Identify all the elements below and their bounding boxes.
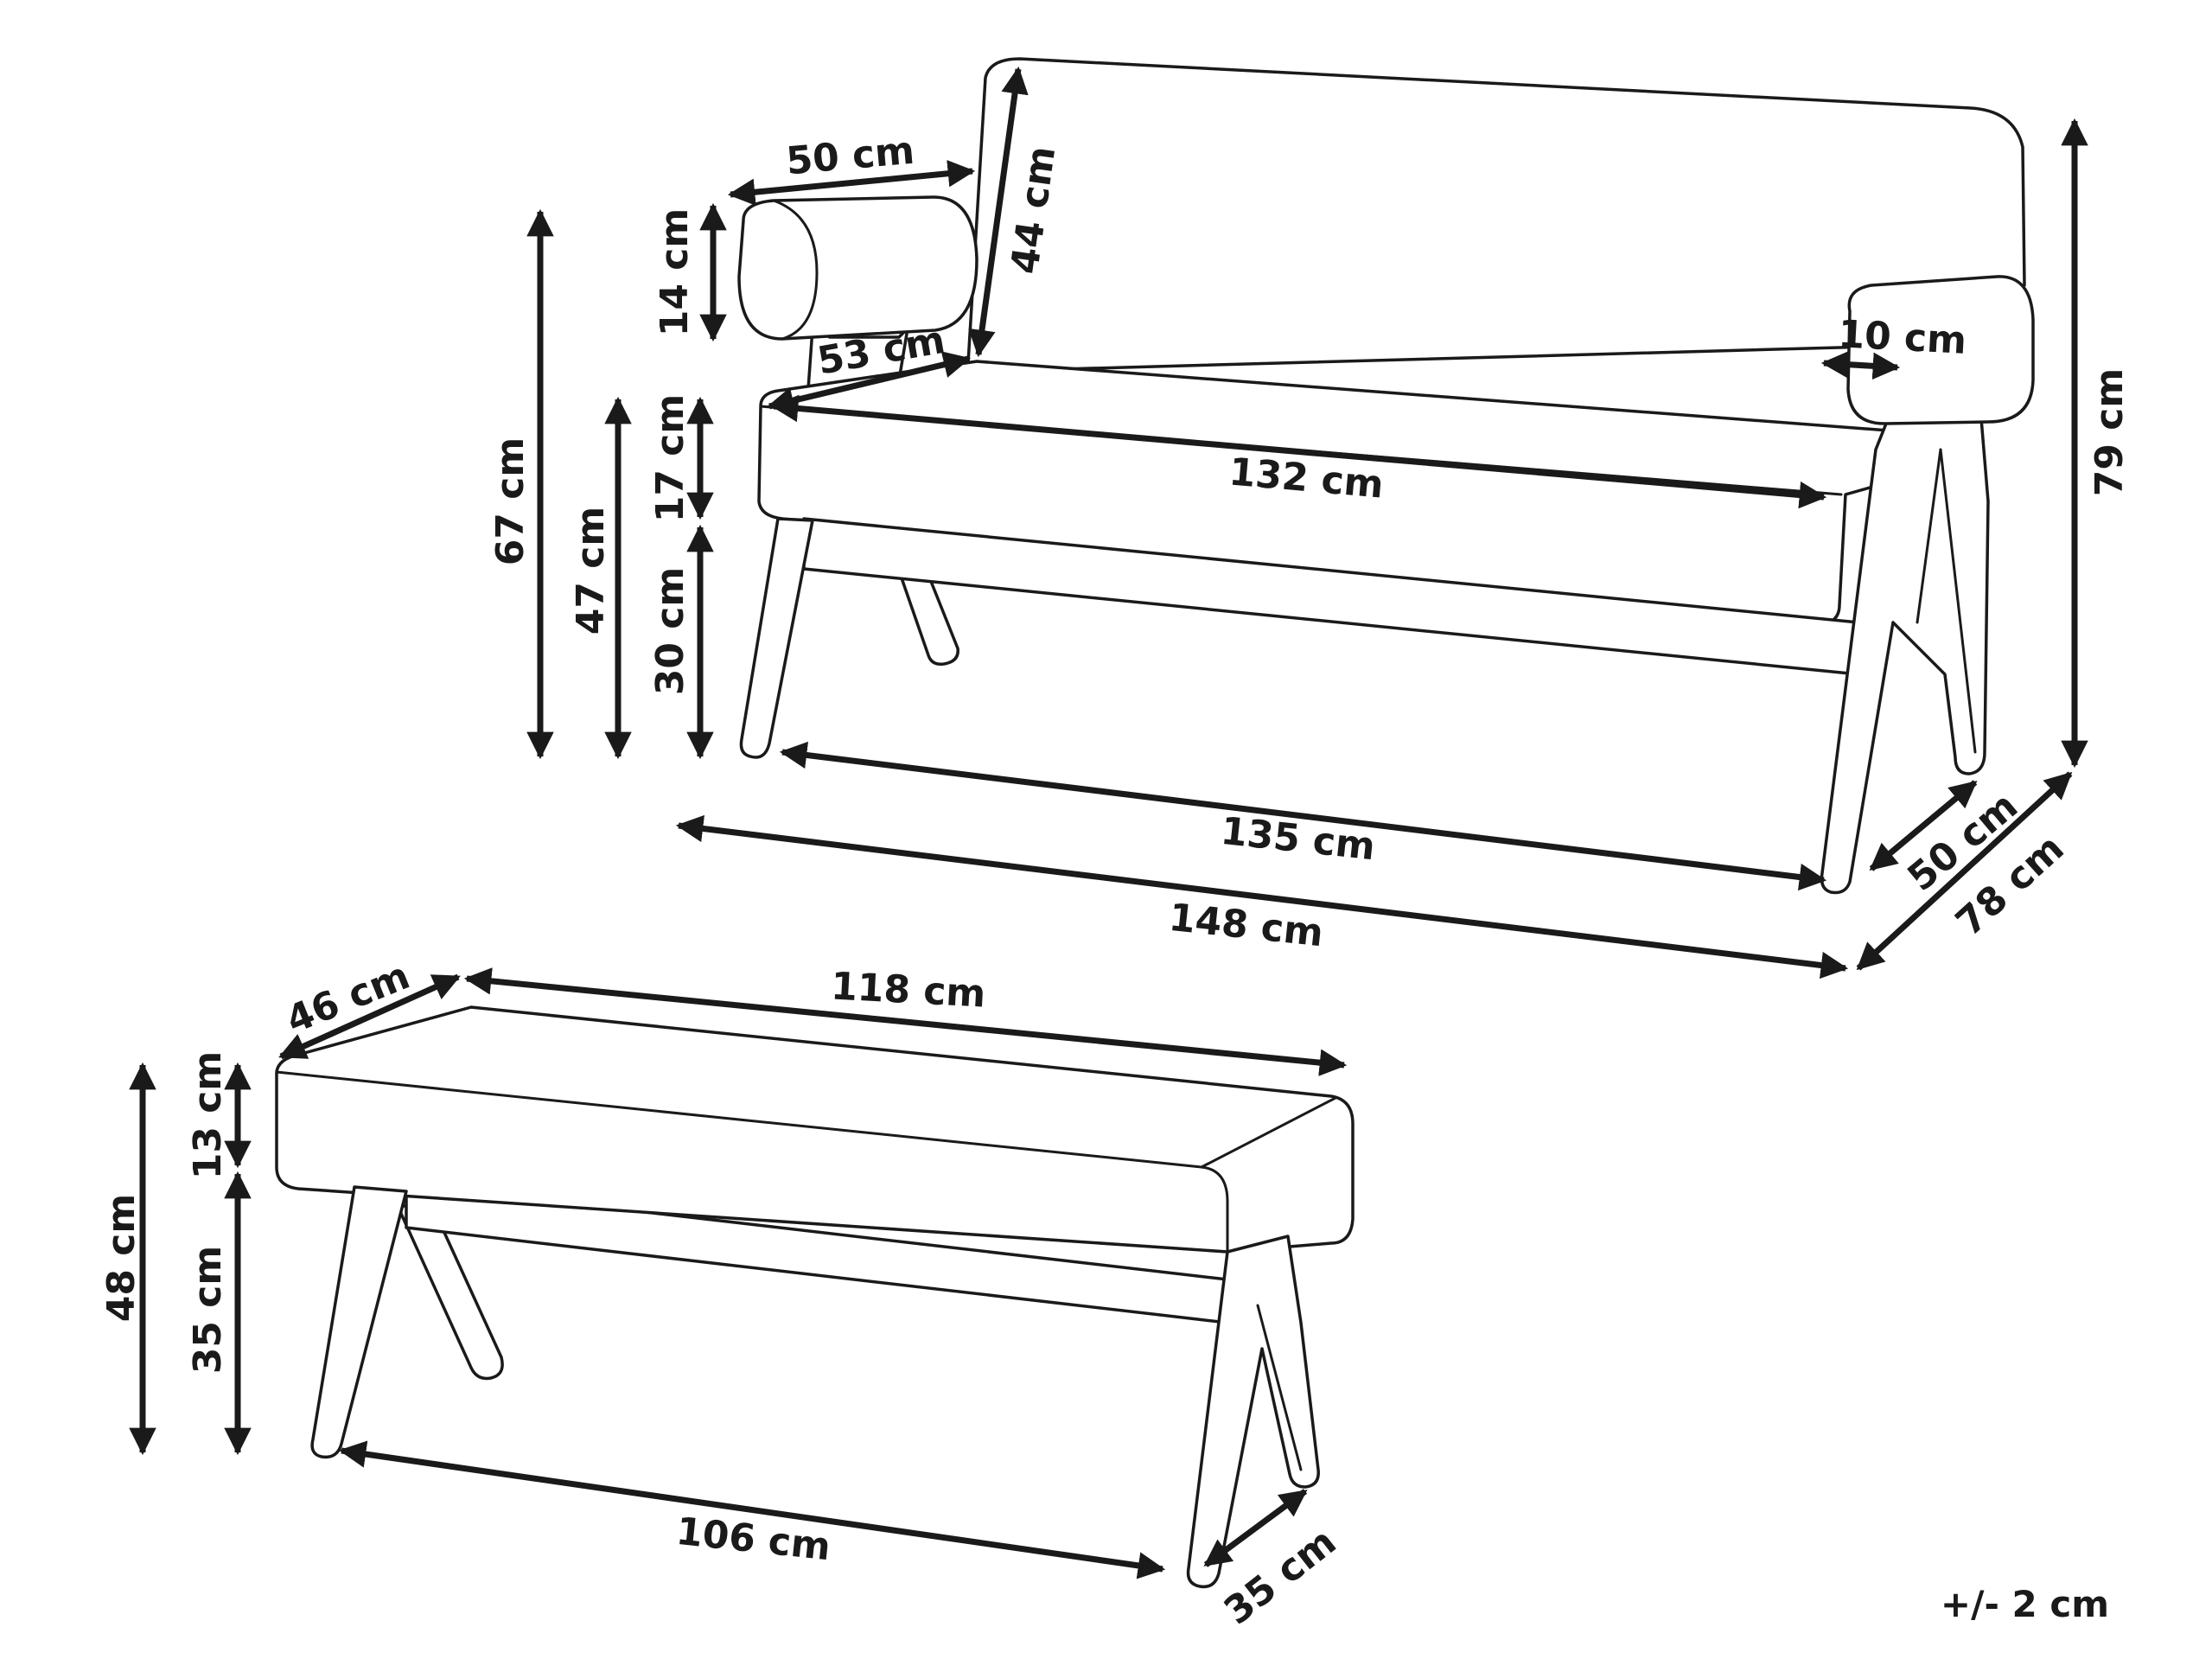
sofa-side-frame-inner xyxy=(1939,448,1977,754)
sofa-front-leg-left xyxy=(739,517,814,759)
label-sofa-leg-span-width: 135 cm xyxy=(1219,809,1377,869)
sofa-armrest-right xyxy=(1846,275,2035,425)
dim-line-bench-width xyxy=(463,967,1348,1076)
label-bench-leg-depth: 35 cm xyxy=(1216,1520,1344,1634)
bench-front-leg-left xyxy=(310,1185,408,1459)
dim-line-bench-depth xyxy=(278,973,461,1060)
bench-rear-leg-left xyxy=(396,1204,504,1381)
sofa-dimension-lines xyxy=(526,66,2088,979)
dim-line-sofa-armrest-width xyxy=(727,160,976,206)
label-sofa-cushion-height: 17 cm xyxy=(648,394,692,522)
label-bench-leg-height: 35 cm xyxy=(186,1246,230,1374)
label-sofa-overall-seat-height: 67 cm xyxy=(488,437,532,565)
sofa-rear-leg-left xyxy=(897,569,959,667)
dim-line-bench-leg-span-width xyxy=(338,1440,1166,1579)
dim-line-sofa-backrest-height xyxy=(968,66,1029,358)
label-sofa-leg-height: 30 cm xyxy=(648,567,692,695)
label-sofa-seat-height: 47 cm xyxy=(569,507,613,635)
dim-line-sofa-armrest-thickness xyxy=(1820,350,1901,380)
bench-dimension-lines xyxy=(129,967,1348,1579)
bench-drawing xyxy=(275,1005,1355,1589)
label-bench-width: 118 cm xyxy=(830,964,987,1016)
sofa-drawing xyxy=(737,57,2035,895)
label-sofa-total-height: 79 cm xyxy=(2088,368,2132,496)
bench-side-frame-inner xyxy=(1256,1304,1303,1471)
dim-line-sofa-seat-width xyxy=(770,394,1827,509)
label-bench-cushion-height: 13 cm xyxy=(186,1051,230,1179)
sofa-armrest-left xyxy=(737,195,979,341)
sofa-side-frame-inner-2 xyxy=(1916,448,1942,624)
label-bench-total-height: 48 cm xyxy=(99,1194,143,1322)
tolerance-note: +/- 2 cm xyxy=(1941,1583,2109,1625)
sofa-armrest-left-end xyxy=(772,199,819,341)
bench-cushion-corner xyxy=(1200,1096,1337,1169)
label-sofa-armrest-width: 50 cm xyxy=(785,129,916,184)
label-sofa-armrest-height: 14 cm xyxy=(653,208,697,336)
dim-line-sofa-total-depth xyxy=(1856,771,2073,971)
dim-line-sofa-total-width xyxy=(675,814,1849,979)
label-sofa-armrest-thickness: 10 cm xyxy=(1837,312,1967,363)
dim-line-bench-leg-depth xyxy=(1203,1489,1308,1567)
